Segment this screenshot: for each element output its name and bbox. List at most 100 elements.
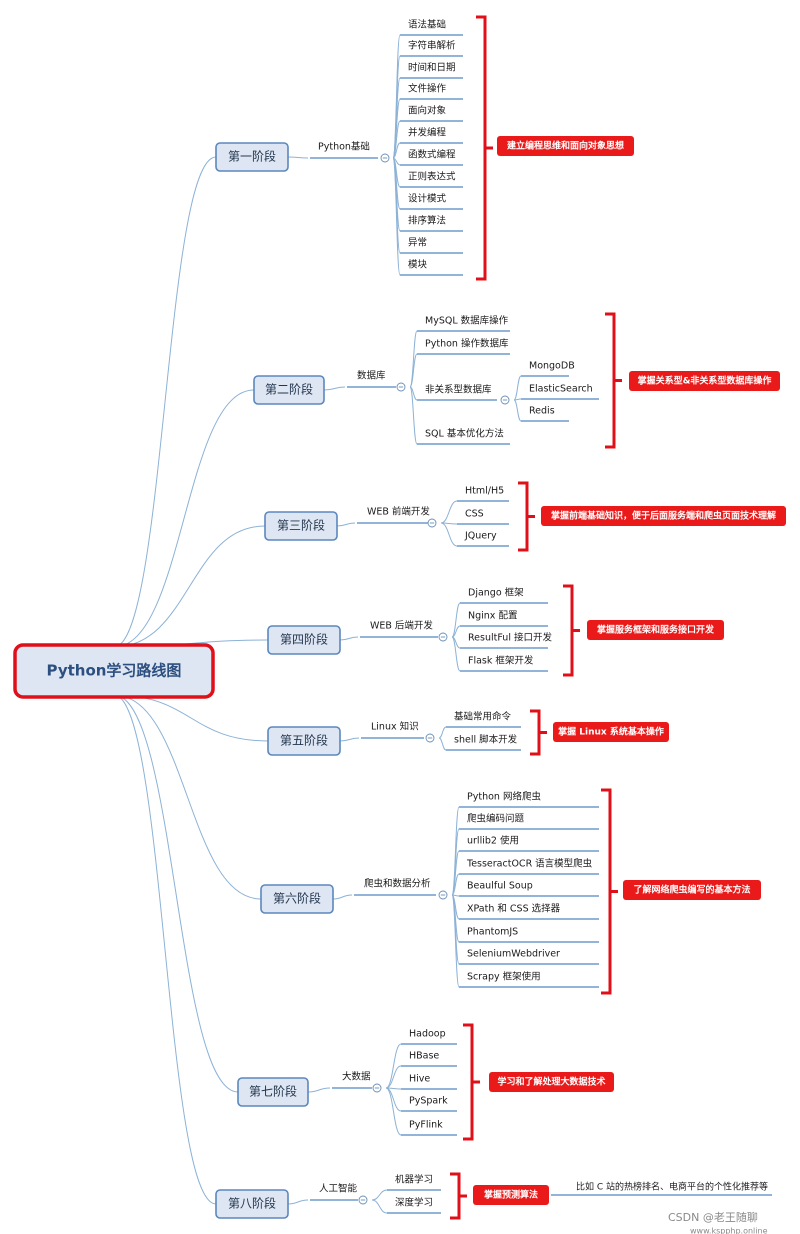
nosql-item[interactable]: MongoDB <box>529 361 575 372</box>
leaf-item[interactable]: Python 网络爬虫 <box>467 791 541 803</box>
summary-label-8: 掌握预测算法 <box>473 1185 549 1205</box>
leaf-item[interactable]: SeleniumWebdriver <box>467 949 560 960</box>
summary-label-2: 掌握关系型&非关系型数据库操作 <box>629 371 780 391</box>
leaf-item[interactable]: Django 框架 <box>468 587 524 599</box>
link-leaf-2-2 <box>409 353 418 388</box>
link-leaf-4-1 <box>451 602 461 638</box>
summary-bracket-8 <box>450 1172 467 1220</box>
topic-label-7: 大数据 <box>342 1071 371 1083</box>
leaf-item[interactable]: 非关系型数据库 <box>425 384 492 396</box>
leaf-item[interactable]: XPath 和 CSS 选择器 <box>467 903 561 915</box>
nosql-item[interactable]: ElasticSearch <box>529 384 593 395</box>
leaf-item[interactable]: 异常 <box>408 237 427 249</box>
summary-label-7: 学习和了解处理大数据技术 <box>489 1072 614 1092</box>
link-nosql-1 <box>513 375 522 401</box>
leaf-item[interactable]: 文件操作 <box>408 83 447 95</box>
summary-bracket-7 <box>463 1023 480 1141</box>
leaf-item[interactable]: PySpark <box>409 1096 448 1107</box>
summary-bracket-1 <box>476 15 493 281</box>
collapse-toggle-topic-1[interactable] <box>380 153 390 163</box>
stage-node-2[interactable]: 第二阶段 <box>253 375 325 405</box>
summary-label-5: 掌握 Linux 系统基本操作 <box>553 722 669 742</box>
leaf-item[interactable]: 时间和日期 <box>408 62 456 74</box>
leaf-item[interactable]: Python 操作数据库 <box>425 338 509 350</box>
leaf-item[interactable]: 语法基础 <box>408 19 446 31</box>
root-node[interactable]: Python学习路线图 <box>13 643 215 699</box>
leaf-item[interactable]: CSS <box>465 509 484 520</box>
stage-node-7[interactable]: 第七阶段 <box>237 1077 309 1107</box>
leaf-item[interactable]: 机器学习 <box>395 1174 433 1186</box>
leaf-item[interactable]: Html/H5 <box>465 486 504 497</box>
link-stage-topic-1 <box>287 156 309 159</box>
nosql-item[interactable]: Redis <box>529 406 555 417</box>
link-stage-topic-4 <box>339 636 359 641</box>
stage-node-1[interactable]: 第一阶段 <box>215 142 289 172</box>
stage-label: 第八阶段 <box>228 1196 276 1211</box>
stage-node-3[interactable]: 第三阶段 <box>264 511 338 541</box>
link-stage-topic-6 <box>332 894 353 900</box>
topic-label-8: 人工智能 <box>319 1183 358 1195</box>
leaf-item[interactable]: 并发编程 <box>408 127 447 139</box>
leaf-item[interactable]: 正则表达式 <box>408 171 456 183</box>
collapse-toggle-topic-4[interactable] <box>438 632 448 642</box>
collapse-toggle-topic-5[interactable] <box>425 733 435 743</box>
stage-node-8[interactable]: 第八阶段 <box>215 1189 289 1219</box>
leaf-item[interactable]: PhantomJS <box>467 927 518 938</box>
collapse-toggle-topic-6[interactable] <box>438 890 448 900</box>
leaf-item[interactable]: 字符串解析 <box>408 40 456 52</box>
summary-label-4: 掌握服务框架和服务接口开发 <box>587 620 724 640</box>
stage-node-6[interactable]: 第六阶段 <box>260 884 334 914</box>
leaf-item[interactable]: urllib2 使用 <box>467 835 519 847</box>
link-leaf-2-3 <box>409 386 418 401</box>
leaf-item[interactable]: JQuery <box>464 531 497 542</box>
leaf-item[interactable]: Nginx 配置 <box>468 611 517 622</box>
leaf-item[interactable]: Beaulful Soup <box>467 881 533 892</box>
leaf-item[interactable]: HBase <box>409 1051 439 1062</box>
leaf-item[interactable]: Scrapy 框架使用 <box>467 971 541 983</box>
leaf-item[interactable]: 深度学习 <box>395 1197 433 1209</box>
leaf-item[interactable]: 面向对象 <box>408 105 447 117</box>
link-nosql-3 <box>513 399 522 422</box>
summary-bracket-4 <box>563 584 580 677</box>
leaf-item[interactable]: 函数式编程 <box>408 149 456 161</box>
summary-bracket-5 <box>530 709 547 756</box>
leaf-item[interactable]: Hadoop <box>409 1029 446 1040</box>
watermark-text: CSDN @老王随聊 <box>668 1210 758 1224</box>
summary-bracket-6 <box>601 788 618 995</box>
collapse-toggle-topic-3[interactable] <box>427 518 437 528</box>
stage-node-4[interactable]: 第四阶段 <box>267 625 341 655</box>
collapse-toggle-topic-2[interactable] <box>396 382 406 392</box>
leaf-item[interactable]: TesseractOCR 语言模型爬虫 <box>466 858 593 870</box>
watermark-url: www.kspphp.online <box>690 1227 768 1234</box>
collapse-toggle-topic-7[interactable] <box>372 1083 382 1093</box>
link-leaf-8-1 <box>371 1189 388 1201</box>
leaf-item[interactable]: 模块 <box>408 259 428 271</box>
stage-label: 第二阶段 <box>265 382 313 397</box>
summary-box <box>489 1072 614 1092</box>
stage-box <box>215 142 289 172</box>
stage-node-5[interactable]: 第五阶段 <box>267 726 341 756</box>
link-leaf-4-2 <box>451 625 461 638</box>
link-leaf-8-2 <box>371 1199 388 1214</box>
leaf-item[interactable]: ResultFul 接口开发 <box>468 632 552 644</box>
leaf-item[interactable]: 排序算法 <box>408 215 446 227</box>
link-leaf-1-6 <box>392 142 401 159</box>
collapse-toggle-nosql[interactable] <box>500 395 510 405</box>
summary-box <box>587 620 724 640</box>
leaf-item[interactable]: SQL 基本优化方法 <box>425 428 504 440</box>
leaf-item[interactable]: Hive <box>409 1074 430 1085</box>
link-root-stage-3 <box>113 525 266 648</box>
collapse-toggle-topic-8[interactable] <box>358 1195 368 1205</box>
stage-box <box>267 625 341 655</box>
leaf-item[interactable]: 爬虫编码问题 <box>467 813 525 825</box>
leaf-item[interactable]: 基础常用命令 <box>454 711 512 723</box>
stage-box <box>267 726 341 756</box>
leaf-item[interactable]: 设计模式 <box>408 193 447 205</box>
link-stage-topic-3 <box>336 522 356 527</box>
root-box <box>13 643 215 699</box>
leaf-item[interactable]: shell 脚本开发 <box>454 734 518 746</box>
leaf-item[interactable]: MySQL 数据库操作 <box>425 315 509 327</box>
leaf-item[interactable]: PyFlink <box>409 1120 443 1131</box>
leaf-item[interactable]: Flask 框架开发 <box>468 655 534 667</box>
summary-box <box>541 506 786 526</box>
